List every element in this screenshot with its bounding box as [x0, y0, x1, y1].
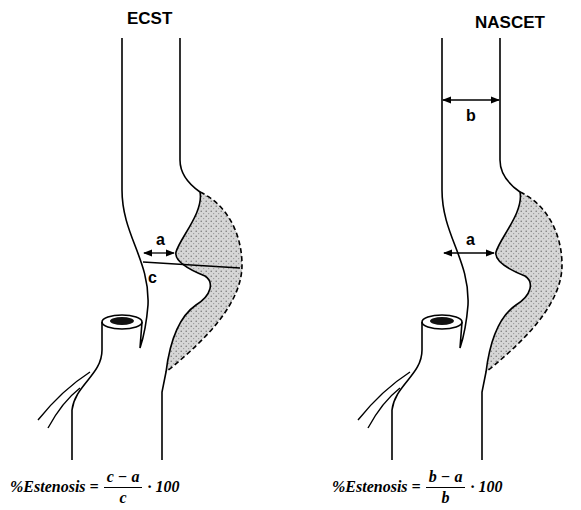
- measure-line-c: [143, 262, 240, 268]
- fraction: c − ac: [104, 468, 143, 506]
- stenosis-formula: %Estenosis =b − ab· 100: [332, 468, 502, 506]
- fraction-denominator: b: [442, 488, 450, 507]
- carotid-bifurcation: [38, 38, 242, 460]
- formula-factor: · 100: [147, 478, 179, 496]
- measure-arrow-b: [443, 99, 499, 100]
- measure-label: b: [466, 108, 476, 124]
- measure-label: c: [148, 270, 157, 286]
- panel-title: NASCET: [475, 14, 545, 31]
- formula-lhs: %Estenosis =: [332, 478, 421, 496]
- formula-lhs: %Estenosis =: [10, 478, 99, 496]
- measure-label: a: [466, 232, 475, 248]
- measure-arrow-a: [144, 252, 174, 253]
- formula-factor: · 100: [470, 478, 502, 496]
- fraction: b − ab: [426, 468, 466, 506]
- panel-title: ECST: [127, 10, 172, 27]
- measure-label: a: [156, 232, 165, 248]
- stenosis-formula: %Estenosis =c − ac· 100: [10, 468, 179, 506]
- fraction-numerator: b − a: [426, 468, 466, 488]
- fraction-denominator: c: [120, 488, 127, 507]
- carotid-bifurcation: [358, 38, 562, 460]
- measure-arrow-a: [444, 252, 494, 253]
- fraction-numerator: c − a: [104, 468, 143, 488]
